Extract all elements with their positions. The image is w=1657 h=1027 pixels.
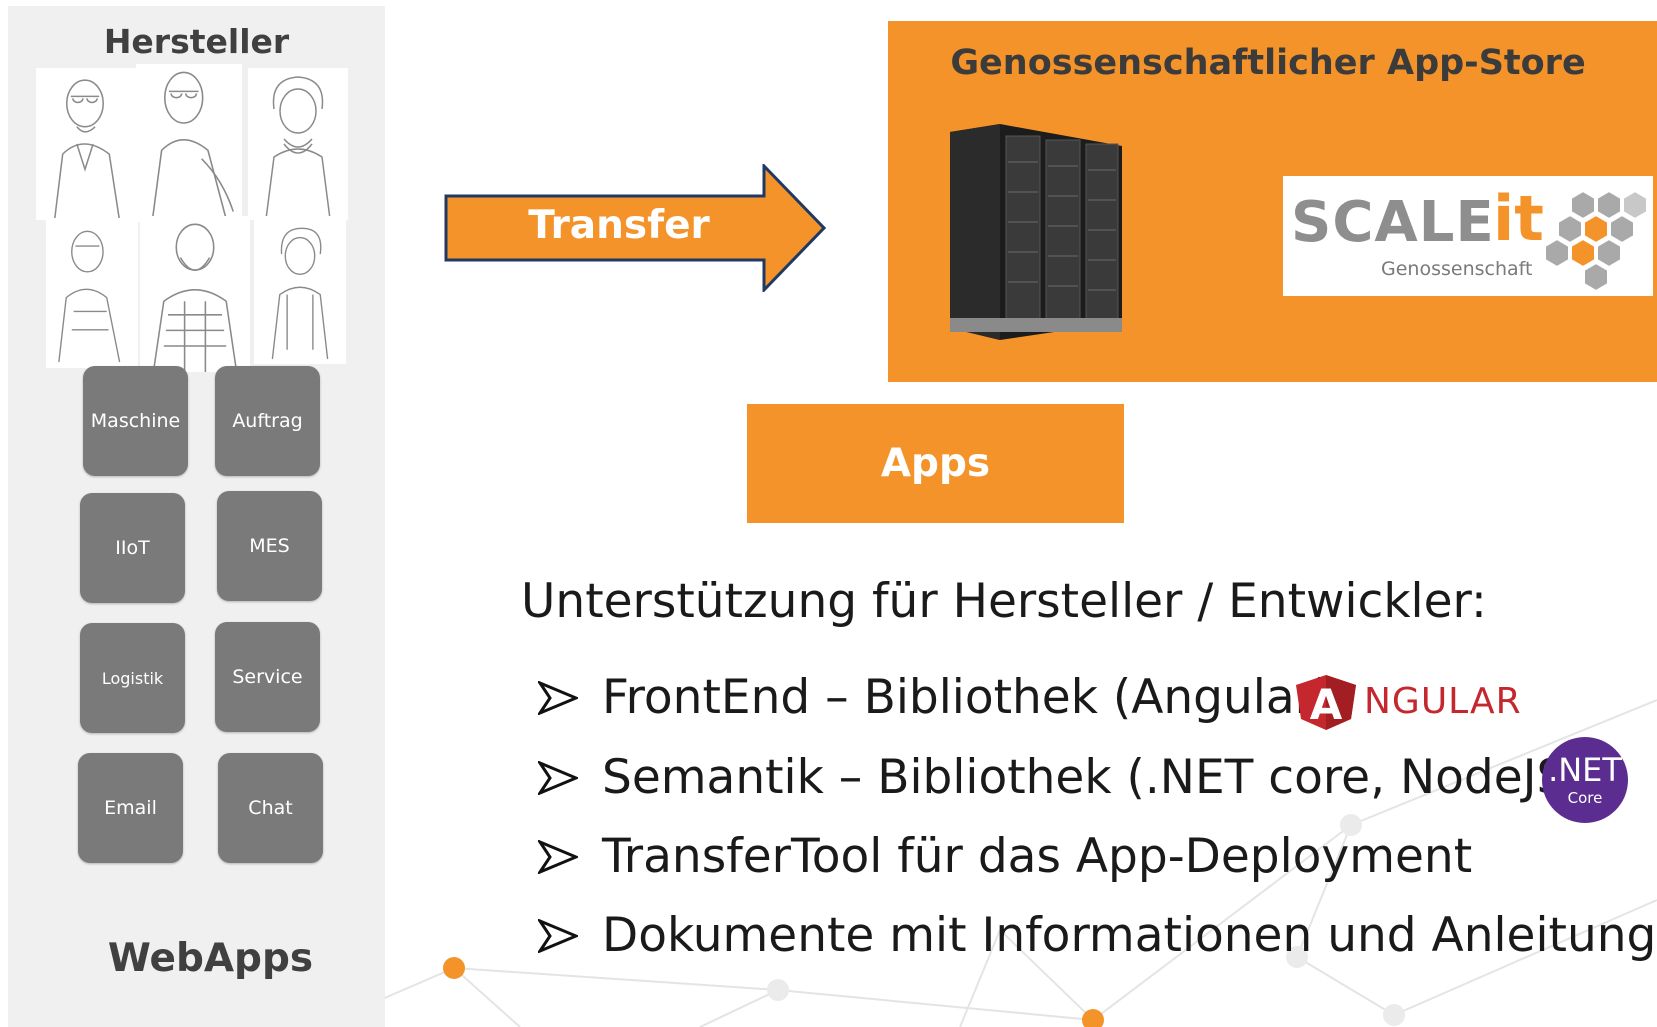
person-sketch [36,68,138,220]
angular-logo-text: NGULAR [1364,681,1522,722]
scale-logo-it: it [1493,182,1544,255]
person-sketch [248,68,348,220]
dotnet-logo-main: .NET [1548,751,1622,789]
bullet-arrow-icon [536,910,580,955]
bullet-text: TransferTool für das App-Deployment [602,829,1473,884]
bullet-arrow-icon [536,831,580,876]
bullet-transfertool: TransferTool für das App-Deployment [536,829,1473,884]
bullet-arrow-icon [536,752,580,797]
scale-logo-sub: Genossenschaft [1381,258,1533,280]
angular-logo: A NGULAR [1294,673,1534,731]
transfer-label: Transfer [528,203,710,248]
bullet-arrow-icon [536,672,580,717]
angular-shield-icon: A [1296,675,1356,730]
dotnet-core-logo: .NET Core [1542,737,1628,823]
tile-maschine[interactable]: Maschine [83,366,188,476]
tile-chat[interactable]: Chat [218,753,323,863]
bullet-dokumente: Dokumente mit Informationen und Anleitun… [536,908,1657,963]
scale-it-logo: SCALE it Genossenschaft [1283,176,1653,296]
hexagon-cluster-icon [1544,189,1648,293]
bullet-semantik: Semantik – Bibliothek (.NET core, NodeJS… [536,750,1585,805]
person-sketch [46,218,138,368]
hersteller-title: Hersteller [103,22,290,61]
tile-auftrag[interactable]: Auftrag [215,366,320,476]
network-node [1340,814,1362,836]
apps-box: Apps [747,404,1124,523]
store-title: Genossenschaftlicher App-Store [950,43,1586,83]
bullet-frontend: FrontEnd – Bibliothek (Angular) [536,670,1333,725]
tile-service[interactable]: Service [215,622,320,732]
tile-email[interactable]: Email [78,753,183,863]
network-node [1082,1009,1104,1027]
tile-mes[interactable]: MES [217,491,322,601]
dotnet-logo-sub: Core [1567,789,1603,807]
tile-logistik[interactable]: Logistik [80,623,185,733]
transfer-arrow [444,164,826,292]
bullet-text: Dokumente mit Informationen und Anleitun… [602,908,1657,963]
webapps-title: WebApps [107,936,314,981]
bullet-text: FrontEnd – Bibliothek (Angular) [602,670,1333,725]
network-node [1383,1004,1405,1026]
app-store-box: Genossenschaftlicher App-Store SCALE it … [888,21,1657,382]
server-rack-image [950,124,1122,340]
tile-iiot[interactable]: IIoT [80,493,185,603]
person-sketch [136,64,242,222]
manufacturer-panel: Hersteller [8,6,385,1027]
person-sketch [254,216,346,364]
network-node [1286,946,1308,968]
angular-shield-letter: A [1310,680,1343,729]
network-node [767,979,789,1001]
support-heading: Unterstützung für Hersteller / Entwickle… [521,574,1487,629]
network-node [443,957,465,979]
bullet-text: Semantik – Bibliothek (.NET core, NodeJS… [602,750,1585,805]
scale-logo-word: SCALE [1291,190,1495,255]
person-sketch [140,216,250,372]
